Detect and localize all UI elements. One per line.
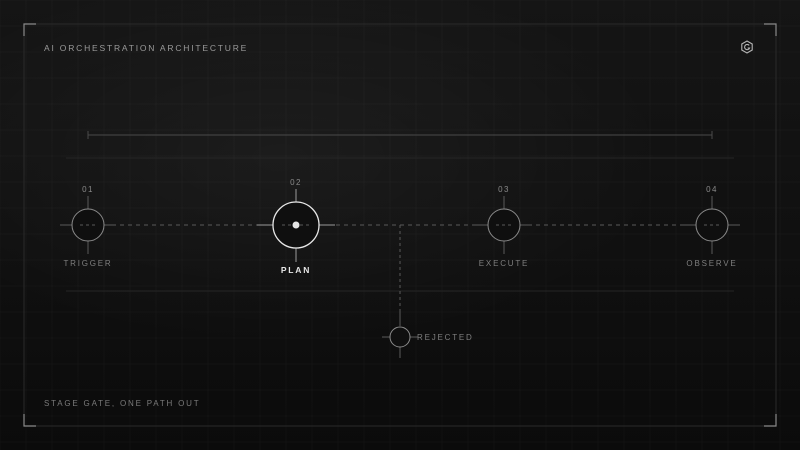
stage-number: 02 <box>290 178 302 187</box>
diagram-title: AI ORCHESTRATION ARCHITECTURE <box>44 43 248 53</box>
corner-bracket-bottom-left <box>23 414 36 427</box>
stage-node-plan: 02 PLAN <box>257 178 335 275</box>
active-node-dot <box>292 221 300 229</box>
corner-bracket-top-right <box>764 23 777 36</box>
stage-node-trigger: 01 TRIGGER <box>60 185 116 268</box>
node-circle <box>389 326 411 348</box>
stage-node-observe: 04 OBSERVE <box>684 185 740 268</box>
corner-bracket-top-left <box>23 23 36 36</box>
stage-label: TRIGGER <box>63 259 112 268</box>
stage-node-execute: 03 EXECUTE <box>476 185 532 268</box>
corner-bracket-bottom-right <box>764 414 777 427</box>
stage-label: PLAN <box>281 265 311 275</box>
rejected-node: REJECTED <box>382 312 474 358</box>
branch-label: REJECTED <box>417 333 474 342</box>
stage-number: 04 <box>706 185 718 194</box>
stage-label: OBSERVE <box>686 259 737 268</box>
outer-frame <box>23 23 777 427</box>
stage-number: 01 <box>82 185 94 194</box>
footer-caption: STAGE GATE, ONE PATH OUT <box>44 399 200 408</box>
g-hexagon-logo-icon <box>741 40 753 54</box>
stage-number: 03 <box>498 185 510 194</box>
stage-label: EXECUTE <box>479 259 529 268</box>
